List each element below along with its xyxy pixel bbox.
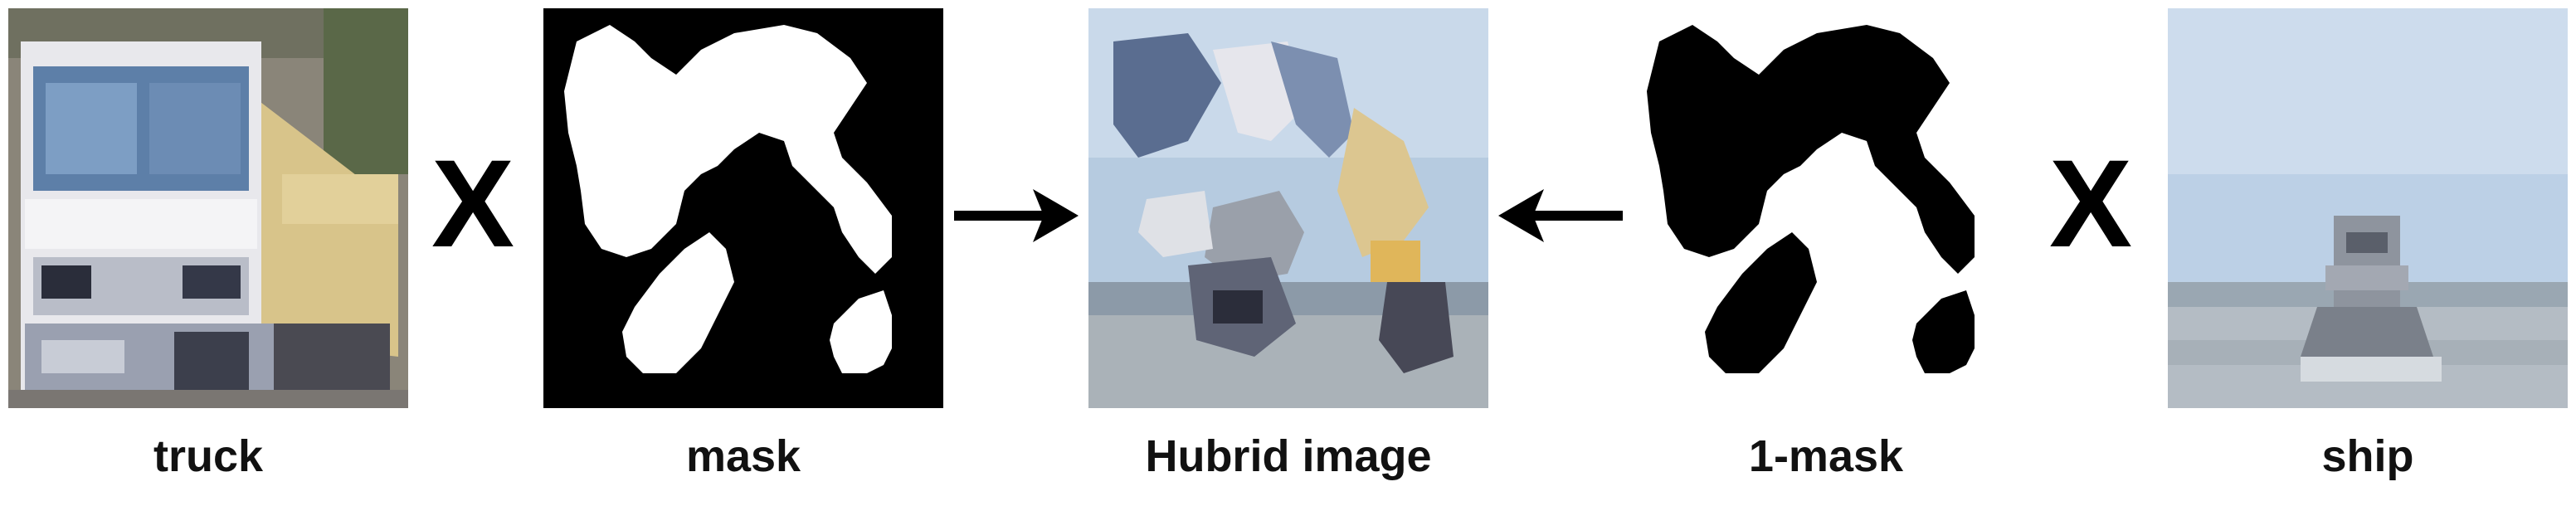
hybrid-image [1088,8,1488,408]
mask-image [543,8,943,408]
caption-truck: truck [153,431,264,481]
inverse-mask-blob-lower-left [1705,232,1817,373]
mask-blob-lower-right [830,290,892,373]
ship-image-art [2168,8,2568,408]
inverse-mask-image [1626,8,2026,408]
arrow-left-icon [1498,189,1623,242]
mask-blob-lower-left [622,232,734,373]
multiply-operator-left: X [431,134,515,273]
caption-ship: ship [2321,431,2414,481]
caption-hybrid-image: Hubrid image [1145,431,1432,481]
truck-image [8,8,408,408]
caption-mask: mask [685,431,801,481]
mask-image-art [543,8,943,408]
inverse-mask-image-art [1626,8,2026,408]
multiply-operator-right: X [2049,134,2133,273]
ship-image [2168,8,2568,408]
truck-image-art [8,8,408,408]
arrow-right-icon [954,189,1079,242]
hybrid-image-art [1088,8,1488,408]
inverse-mask-blob-upper [1647,25,1975,274]
inverse-mask-blob-lower-right [1912,290,1975,373]
mask-blob-upper [564,25,892,274]
caption-inverse-mask: 1-mask [1748,431,1904,481]
